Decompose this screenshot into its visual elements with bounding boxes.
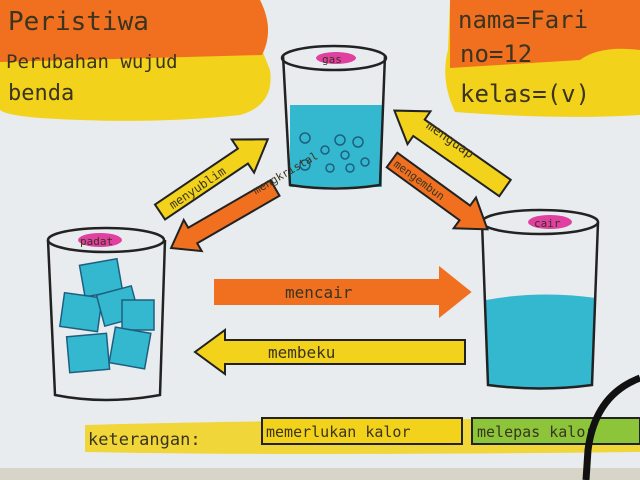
bottom-edge	[0, 468, 640, 480]
gas-beaker: gas	[280, 44, 388, 190]
info-blob: nama=Fari no=12 kelas=(v)	[445, 0, 640, 117]
title-line1: Peristiwa	[8, 7, 149, 37]
arrow-mencair: mencair	[214, 265, 472, 319]
legend-releases-heat-swatch	[471, 417, 640, 445]
solid-label: padat	[80, 235, 113, 248]
info-class: kelas=(v)	[460, 80, 590, 108]
cable	[582, 374, 640, 480]
gas-label: gas	[322, 53, 342, 66]
legend-needs-heat-swatch	[261, 417, 463, 445]
solid-beaker: padat	[46, 226, 167, 402]
title-line2: Perubahan wujud	[6, 51, 178, 73]
legend-label: keterangan:	[88, 430, 201, 450]
arrow-membeku: membeku	[193, 328, 466, 376]
liquid-beaker: cair	[480, 208, 600, 390]
legend: keterangan: memerlukan kalor melepas kal…	[85, 417, 640, 454]
info-name: nama=Fari	[458, 6, 588, 34]
title-blob: Peristiwa Perubahan wujud benda	[0, 0, 271, 121]
liquid-label: cair	[534, 217, 561, 230]
label-membeku: membeku	[268, 343, 335, 362]
label-mencair: mencair	[285, 283, 353, 302]
info-number: no=12	[460, 40, 532, 68]
legend-needs-heat: memerlukan kalor	[266, 423, 411, 441]
legend-releases-heat: melepas kalor	[477, 423, 594, 441]
title-line3: benda	[8, 81, 74, 106]
